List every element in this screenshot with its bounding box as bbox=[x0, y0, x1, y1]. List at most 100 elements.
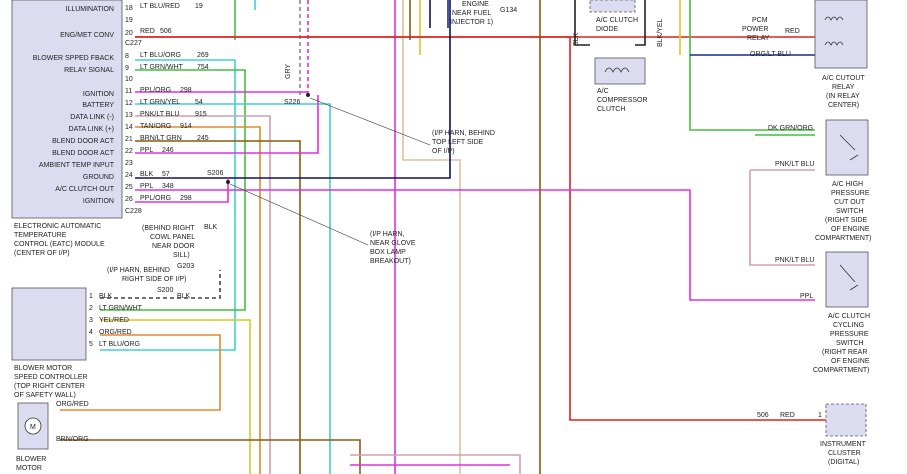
svg-text:OF SAFETY WALL): OF SAFETY WALL) bbox=[14, 392, 76, 399]
pin-label: IGNITION bbox=[83, 198, 114, 205]
svg-text:NEAR DOOR: NEAR DOOR bbox=[152, 243, 194, 250]
svg-text:S200: S200 bbox=[157, 287, 173, 294]
splices: S226 GRY S206 BLK G203 S200 BLK bbox=[157, 64, 310, 300]
cluster-title: INSTRUMENT CLUSTER (DIGITAL) bbox=[820, 441, 867, 466]
svg-text:BLK: BLK bbox=[204, 224, 218, 231]
svg-text:CYCLING: CYCLING bbox=[833, 322, 864, 329]
svg-text:LT BLU/ORG: LT BLU/ORG bbox=[99, 341, 140, 348]
note-ip-top: (I/P HARN, BEHIND TOP LEFT SIDE OF I/P) bbox=[309, 97, 495, 155]
svg-text:(I/P HARN,: (I/P HARN, bbox=[370, 231, 405, 238]
svg-text:(BEHIND RIGHT: (BEHIND RIGHT bbox=[142, 225, 195, 232]
svg-text:BLK: BLK bbox=[573, 32, 580, 46]
svg-text:20: 20 bbox=[125, 30, 133, 37]
svg-text:PPL/ORG: PPL/ORG bbox=[140, 87, 171, 94]
cycling-switch-title: A/C CLUTCH CYCLING PRESSURE SWITCH (RIGH… bbox=[813, 313, 870, 374]
svg-text:GRY: GRY bbox=[285, 64, 292, 79]
svg-text:CENTER): CENTER) bbox=[828, 102, 859, 109]
svg-text:OF ENGINE: OF ENGINE bbox=[831, 226, 870, 233]
svg-text:A/C HIGH: A/C HIGH bbox=[832, 181, 863, 188]
svg-text:348: 348 bbox=[162, 183, 174, 190]
ac-compressor-clutch bbox=[594, 57, 646, 85]
svg-text:COMPRESSOR: COMPRESSOR bbox=[597, 97, 648, 104]
svg-text:10: 10 bbox=[125, 76, 133, 83]
svg-text:54: 54 bbox=[195, 99, 203, 106]
svg-text:CLUTCH: CLUTCH bbox=[597, 106, 625, 113]
svg-text:21: 21 bbox=[125, 136, 133, 143]
svg-text:A/C CLUTCH: A/C CLUTCH bbox=[828, 313, 870, 320]
svg-text:PRESSURE: PRESSURE bbox=[831, 190, 870, 197]
svg-text:OF I/P): OF I/P) bbox=[432, 148, 455, 155]
svg-text:RIGHT SIDE OF I/P): RIGHT SIDE OF I/P) bbox=[122, 276, 186, 283]
svg-text:1: 1 bbox=[89, 293, 93, 300]
svg-text:S206: S206 bbox=[207, 170, 223, 177]
svg-text:18: 18 bbox=[125, 5, 133, 12]
ac-clutch-diode bbox=[589, 0, 636, 13]
svg-text:BLK: BLK bbox=[99, 293, 113, 300]
svg-text:2: 2 bbox=[89, 305, 93, 312]
svg-text:SWITCH: SWITCH bbox=[836, 340, 864, 347]
svg-text:INSTRUMENT: INSTRUMENT bbox=[820, 441, 867, 448]
pin-label: AMBIENT TEMP INPUT bbox=[39, 162, 115, 169]
svg-text:26: 26 bbox=[125, 196, 133, 203]
svg-text:(TOP RIGHT CENTER: (TOP RIGHT CENTER bbox=[14, 383, 85, 390]
svg-text:A/C CUTOUT: A/C CUTOUT bbox=[822, 75, 865, 82]
pin-label: ILLUMINATION bbox=[66, 6, 115, 13]
svg-text:BOX LAMP: BOX LAMP bbox=[370, 249, 406, 256]
cyc-wire1: PNK/LT BLU bbox=[775, 257, 814, 264]
svg-text:LT GRN/WHT: LT GRN/WHT bbox=[99, 305, 143, 312]
svg-text:(RIGHT SIDE: (RIGHT SIDE bbox=[825, 217, 868, 224]
svg-text:CLUSTER: CLUSTER bbox=[828, 450, 861, 457]
svg-text:A/C CLUTCH: A/C CLUTCH bbox=[596, 17, 638, 24]
pin-label: A/C CLUTCH OUT bbox=[55, 186, 114, 193]
svg-text:PPL/ORG: PPL/ORG bbox=[140, 195, 171, 202]
svg-text:LT GRN/WHT: LT GRN/WHT bbox=[140, 64, 184, 71]
svg-text:(I/P HARN, BEHIND: (I/P HARN, BEHIND bbox=[107, 267, 170, 274]
svg-text:CONTROL (EATC) MODULE: CONTROL (EATC) MODULE bbox=[14, 241, 105, 248]
cluster-pin: 1 bbox=[818, 412, 822, 419]
eatc-pin-labels: ILLUMINATION ENG/MET CONV BLOWER SPPED F… bbox=[33, 6, 115, 205]
svg-text:ORG/RED: ORG/RED bbox=[99, 329, 132, 336]
pin-label: BLEND DOOR ACT bbox=[52, 138, 115, 145]
svg-text:4: 4 bbox=[89, 329, 93, 336]
svg-text:LT BLU/ORG: LT BLU/ORG bbox=[140, 52, 181, 59]
svg-text:BLK: BLK bbox=[177, 293, 191, 300]
pin-label: DATA LINK (-) bbox=[70, 114, 114, 121]
svg-text:NEAR FUEL: NEAR FUEL bbox=[452, 10, 491, 17]
svg-text:POWER: POWER bbox=[742, 26, 768, 33]
svg-text:YEL/RED: YEL/RED bbox=[99, 317, 129, 324]
blower-motor-wire2: BRN/ORG bbox=[56, 436, 89, 443]
svg-text:5: 5 bbox=[89, 341, 93, 348]
svg-text:LT BLU/RED: LT BLU/RED bbox=[140, 3, 180, 10]
svg-text:246: 246 bbox=[162, 147, 174, 154]
eatc-title: ELECTRONIC AUTOMATIC TEMPERATURE CONTROL… bbox=[14, 223, 105, 257]
pin-label: IGNITION bbox=[83, 91, 114, 98]
ac-cutout-relay bbox=[814, 0, 868, 69]
svg-text:LT GRN/YEL: LT GRN/YEL bbox=[140, 99, 180, 106]
svg-text:14: 14 bbox=[125, 124, 133, 131]
svg-text:COMPARTMENT): COMPARTMENT) bbox=[815, 235, 872, 242]
motor-symbol: M bbox=[30, 424, 36, 431]
svg-text:RED: RED bbox=[785, 28, 800, 35]
svg-text:BRN/LT GRN: BRN/LT GRN bbox=[140, 135, 182, 142]
hp-wire2: PNK/LT BLU bbox=[775, 161, 814, 168]
note-cowl: (BEHIND RIGHT COWL PANEL NEAR DOOR SILL) bbox=[142, 225, 195, 259]
svg-text:(RIGHT REAR: (RIGHT REAR bbox=[822, 349, 867, 356]
svg-text:22: 22 bbox=[125, 148, 133, 155]
svg-text:25: 25 bbox=[125, 184, 133, 191]
svg-text:57: 57 bbox=[162, 171, 170, 178]
svg-text:PRESSURE: PRESSURE bbox=[830, 331, 869, 338]
blower-controller-title: BLOWER MOTOR SPEED CONTROLLER (TOP RIGHT… bbox=[14, 365, 88, 399]
svg-text:PCM: PCM bbox=[752, 17, 768, 24]
motor-icon bbox=[24, 417, 42, 435]
svg-text:TAN/ORG: TAN/ORG bbox=[140, 123, 171, 130]
svg-text:(IN RELAY: (IN RELAY bbox=[826, 93, 860, 100]
svg-text:(I/P HARN, BEHIND: (I/P HARN, BEHIND bbox=[432, 130, 495, 137]
svg-text:RED: RED bbox=[140, 28, 155, 35]
svg-text:19: 19 bbox=[125, 17, 133, 24]
svg-text:BLOWER MOTOR: BLOWER MOTOR bbox=[14, 365, 72, 372]
svg-text:8: 8 bbox=[125, 53, 129, 60]
wires bbox=[60, 0, 840, 474]
pcm-power-relay: PCM POWER RELAY RED ORG/LT BLU bbox=[742, 17, 800, 58]
svg-text:CUT OUT: CUT OUT bbox=[834, 199, 866, 206]
svg-text:A/C: A/C bbox=[597, 88, 609, 95]
